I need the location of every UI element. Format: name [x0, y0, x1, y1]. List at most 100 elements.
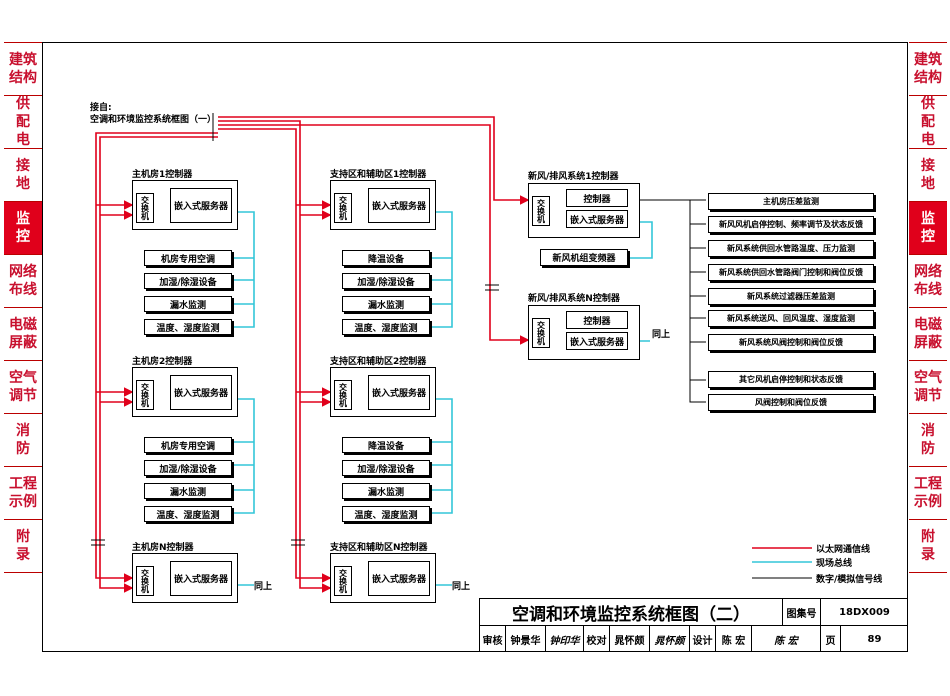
monitor-item: 新风系统风阀控制和阀位反馈: [708, 334, 874, 351]
tab-right-2[interactable]: 接 地: [909, 149, 947, 202]
tab-right-9[interactable]: 附 录: [909, 520, 947, 573]
switch-box: 交换机: [334, 193, 352, 223]
tab-left-7[interactable]: 消 防: [4, 414, 42, 467]
monitor-item: 新风风机启停控制、频率调节及状态反馈: [708, 216, 874, 233]
monitor-item: 新风系统送风、回风温度、湿度监测: [708, 310, 874, 327]
vfd-box: 新风机组变频器: [540, 249, 628, 266]
embedded-server: 嵌入式服务器: [368, 188, 430, 223]
source-label-line2: 空调和环境监控系统框图（一）: [90, 115, 217, 125]
sensor-item: 机房专用空调: [144, 250, 232, 266]
embedded-server: 嵌入式服务器: [170, 188, 232, 223]
monitor-item: 新风系统供回水管路温度、压力监测: [708, 240, 874, 257]
tab-right-6[interactable]: 空气 调节: [909, 361, 947, 414]
fresh-air-title: 新风/排风系统1控制器: [528, 172, 619, 182]
left-category-tabs: 建筑 结构供 配 电接 地监 控网络 布线电磁 屏蔽空气 调节消 防工程 示例附…: [4, 42, 42, 573]
right-category-tabs: 建筑 结构供 配 电接 地监 控网络 布线电磁 屏蔽空气 调节消 防工程 示例附…: [909, 42, 947, 573]
review-label: 审核: [480, 626, 506, 652]
embedded-server: 嵌入式服务器: [170, 561, 232, 596]
design-label: 设计: [690, 626, 716, 652]
tab-left-9[interactable]: 附 录: [4, 520, 42, 573]
switch-box: 交换机: [136, 380, 154, 410]
tab-left-2[interactable]: 接 地: [4, 149, 42, 202]
sensor-item: 降温设备: [342, 437, 430, 453]
sensor-item: 加湿/除湿设备: [144, 273, 232, 289]
tab-left-4[interactable]: 网络 布线: [4, 255, 42, 308]
embedded-server: 嵌入式服务器: [368, 561, 430, 596]
tab-right-5[interactable]: 电磁 屏蔽: [909, 308, 947, 361]
designer-signature: 陈 宏: [752, 626, 821, 652]
reviewer-signature: 钟印华: [546, 626, 584, 652]
page-number: 89: [867, 633, 882, 645]
sensor-item: 漏水监测: [342, 483, 430, 499]
switch-box: 交换机: [532, 318, 550, 348]
sensor-item: 加湿/除湿设备: [342, 460, 430, 476]
monitor-item: 新风系统供回水管路阀门控制和阀位反馈: [708, 264, 874, 281]
embedded-server: 嵌入式服务器: [170, 375, 232, 410]
tab-right-0[interactable]: 建筑 结构: [909, 42, 947, 96]
legend-ethernet: 以太网通信线: [816, 545, 871, 555]
tab-right-4[interactable]: 网络 布线: [909, 255, 947, 308]
group-title: 支持区和辅助区2控制器: [330, 357, 427, 367]
sensor-item: 漏水监测: [144, 483, 232, 499]
controller-unit: 控制器: [566, 189, 628, 207]
sensor-item: 温度、湿度监测: [144, 506, 232, 522]
drawing-frame: [42, 42, 908, 652]
monitor-item: 主机房压差监测: [708, 193, 874, 210]
group-title: 主机房2控制器: [132, 357, 193, 367]
sensor-item: 温度、湿度监测: [144, 319, 232, 335]
group-title: 支持区和辅助区N控制器: [330, 543, 428, 553]
sensor-item: 机房专用空调: [144, 437, 232, 453]
same-as-above: 同上: [254, 582, 273, 592]
sensor-item: 漏水监测: [144, 296, 232, 312]
switch-box: 交换机: [532, 196, 550, 226]
group-title: 主机房1控制器: [132, 170, 193, 180]
monitor-item: 其它风机启停控制和状态反馈: [708, 371, 874, 388]
sensor-item: 温度、湿度监测: [342, 319, 430, 335]
switch-box: 交换机: [136, 566, 154, 596]
checker-name: 晁怀颇: [610, 626, 650, 652]
tab-right-3[interactable]: 监 控: [909, 202, 947, 255]
switch-box: 交换机: [136, 193, 154, 223]
group-title: 主机房N控制器: [132, 543, 194, 553]
switch-box: 交换机: [334, 566, 352, 596]
group-title: 支持区和辅助区1控制器: [330, 170, 427, 180]
sensor-item: 降温设备: [342, 250, 430, 266]
sensor-item: 加湿/除湿设备: [144, 460, 232, 476]
switch-box: 交换机: [334, 380, 352, 410]
tab-left-1[interactable]: 供 配 电: [4, 96, 42, 149]
fresh-air-title: 新风/排风系统N控制器: [528, 294, 620, 304]
check-label: 校对: [584, 626, 610, 652]
legend-fieldbus: 现场总线: [816, 559, 853, 569]
tab-left-5[interactable]: 电磁 屏蔽: [4, 308, 42, 361]
source-label-line1: 接自:: [90, 103, 112, 113]
tab-left-6[interactable]: 空气 调节: [4, 361, 42, 414]
embedded-server: 嵌入式服务器: [566, 210, 628, 228]
tab-left-8[interactable]: 工程 示例: [4, 467, 42, 520]
atlas-label: 图集号: [783, 599, 821, 626]
same-as-above: 同上: [652, 330, 671, 340]
tab-right-8[interactable]: 工程 示例: [909, 467, 947, 520]
monitor-item: 风阀控制和阀位反馈: [708, 394, 874, 411]
monitor-item: 新风系统过滤器压差监测: [708, 288, 874, 305]
sensor-item: 加湿/除湿设备: [342, 273, 430, 289]
embedded-server: 嵌入式服务器: [368, 375, 430, 410]
source-label: 接自: 空调和环境监控系统框图（一）: [90, 102, 216, 126]
designer-name: 陈 宏: [716, 626, 752, 652]
tab-left-3[interactable]: 监 控: [4, 202, 42, 255]
embedded-server: 嵌入式服务器: [566, 332, 628, 350]
legend-signal: 数字/模拟信号线: [816, 575, 883, 585]
reviewer-name: 钟景华: [506, 626, 546, 652]
title-block: 空调和环境监控系统框图（二） 图集号 18DX009 审核 钟景华 钟印华 校对…: [479, 598, 908, 652]
controller-unit: 控制器: [566, 311, 628, 329]
sensor-item: 温度、湿度监测: [342, 506, 430, 522]
tab-right-7[interactable]: 消 防: [909, 414, 947, 467]
sensor-item: 漏水监测: [342, 296, 430, 312]
tab-left-0[interactable]: 建筑 结构: [4, 42, 42, 96]
page-label: 页: [821, 626, 841, 652]
atlas-number: 18DX009: [821, 599, 908, 626]
tab-right-1[interactable]: 供 配 电: [909, 96, 947, 149]
drawing-title: 空调和环境监控系统框图（二）: [480, 599, 783, 626]
checker-signature: 晁怀颇: [650, 626, 690, 652]
same-as-above: 同上: [452, 582, 471, 592]
